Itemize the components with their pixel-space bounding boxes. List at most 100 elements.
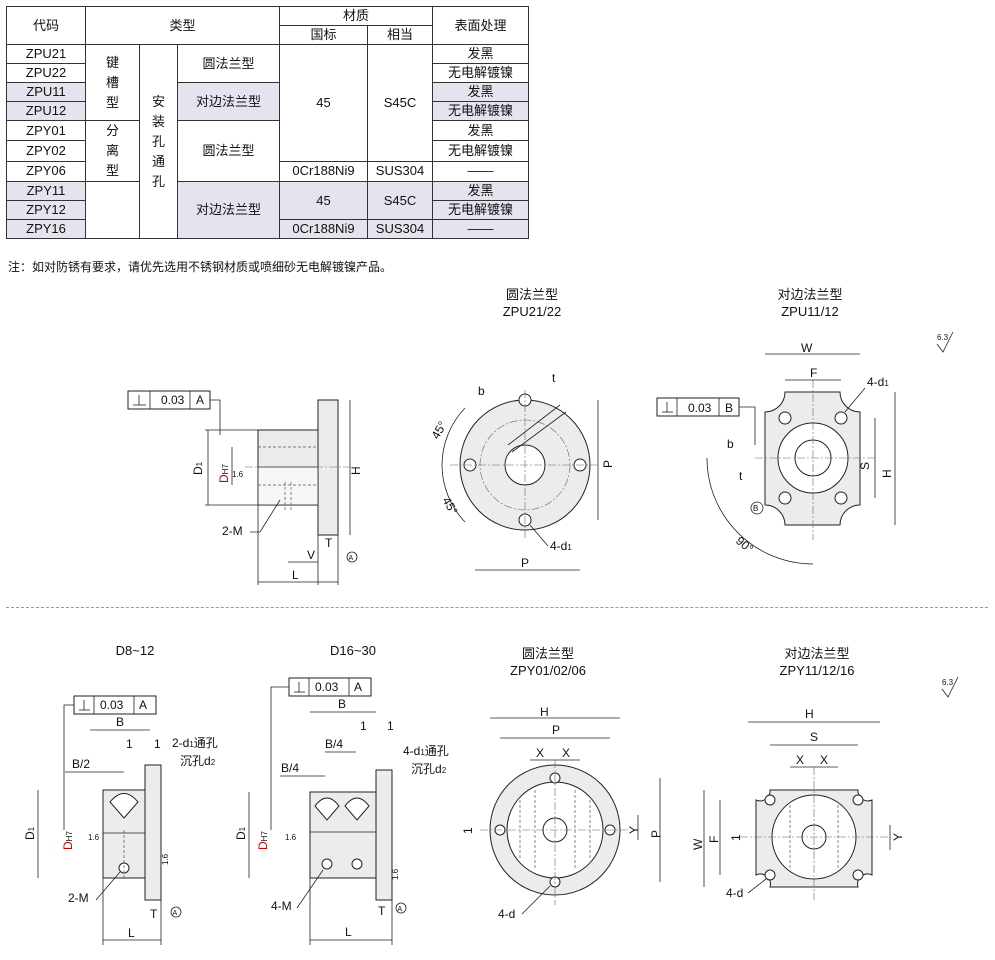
- roughness-63: 6.3: [937, 333, 949, 342]
- zpy-round-flange: H P X X 1 Y P 4-d: [461, 705, 663, 921]
- code-cell: ZPY11: [6, 181, 86, 201]
- header-material: 材质: [279, 6, 433, 26]
- dim-h-round: H: [540, 705, 549, 719]
- svg-text:0.03: 0.03: [100, 698, 124, 712]
- zpy-square-flange: 6.3 H S X X W F 1 Y 4-d: [691, 676, 959, 900]
- roughness: 1.6: [232, 470, 244, 479]
- surf-none: ——: [432, 219, 529, 239]
- code-cell: ZPY16: [6, 219, 86, 239]
- svg-text:L: L: [345, 925, 352, 939]
- caption-d8: D8~12: [115, 643, 155, 658]
- label-2-d1-thru: 2-d1通孔: [172, 736, 218, 750]
- surf-black: 发黑: [432, 119, 529, 142]
- mat-0cr: 0Cr188Ni9: [279, 219, 368, 239]
- svg-text:4-d: 4-d: [726, 886, 743, 900]
- dim-h-sq: H: [880, 469, 894, 478]
- datum-a-circle: A: [349, 555, 354, 562]
- dim-w: W: [801, 341, 813, 355]
- flange-square: 对边法兰型: [177, 181, 280, 239]
- zpu-square-flange: 0.03 B W F 4-d1 S H b t B 90° 6.3: [656, 331, 954, 565]
- zpu-round-codes: ZPU21/22: [502, 304, 562, 319]
- svg-text:1.6: 1.6: [391, 868, 400, 880]
- flange-square: 对边法兰型: [177, 82, 280, 121]
- label-4-d1: 4-d1: [550, 539, 572, 553]
- angle-90: 90°: [733, 534, 756, 557]
- dim-T: T: [325, 536, 333, 550]
- mat-0cr: 0Cr188Ni9: [279, 160, 368, 183]
- dim-b-d8: B: [116, 715, 124, 729]
- spec-table: 代码 类型 材质 表面处理 国标 相当 ZPU21 键槽型 安装孔通孔 圆法兰型…: [6, 6, 529, 239]
- svg-text:0.03: 0.03: [315, 680, 339, 694]
- svg-text:W: W: [691, 838, 705, 850]
- code-cell: ZPU21: [6, 44, 86, 64]
- dim-l: L: [292, 568, 299, 582]
- svg-text:B/4: B/4: [281, 761, 299, 775]
- surf-nickel: 无电解镀镍: [432, 140, 529, 162]
- header-material-eq: 相当: [367, 25, 433, 45]
- caption-d16: D16~30: [330, 643, 376, 658]
- svg-text:1.6: 1.6: [88, 833, 100, 842]
- svg-text:B/4: B/4: [325, 737, 343, 751]
- surf-black: 发黑: [432, 181, 529, 201]
- zpu-side-view: 0.03 A D1 DH7 1.6 H 2-M L V T A: [127, 390, 363, 585]
- svg-text:A: A: [139, 698, 147, 712]
- header-code: 代码: [6, 6, 86, 45]
- mat-sus: SUS304: [367, 219, 433, 239]
- dim-dh7: DH7: [217, 464, 231, 483]
- svg-text:1.6: 1.6: [285, 833, 297, 842]
- mat-sus: SUS304: [367, 160, 433, 183]
- code-cell: ZPU12: [6, 101, 86, 121]
- label-b: b: [478, 384, 485, 398]
- zpy-d16-side: 0.03 A B B/4 B/4 1 1 4-d1通孔 沉孔d2 D1 DH7 …: [234, 677, 449, 945]
- type-keyway: 键槽型: [85, 44, 140, 121]
- svg-text:1: 1: [729, 834, 743, 841]
- svg-text:A: A: [398, 906, 403, 913]
- dim-h: H: [349, 466, 363, 475]
- zpy-round-title: 圆法兰型: [521, 646, 574, 661]
- mat-s45c: S45C: [367, 44, 433, 162]
- svg-text:A: A: [354, 680, 362, 694]
- svg-text:6.3: 6.3: [942, 678, 954, 687]
- zpy-square-title: 对边法兰型: [784, 646, 850, 661]
- svg-text:D1: D1: [234, 826, 248, 840]
- svg-text:沉孔d2: 沉孔d2: [411, 762, 447, 776]
- mat-s45c: S45C: [367, 181, 433, 220]
- svg-text:4-d: 4-d: [498, 907, 515, 921]
- datum-b-circle: B: [753, 504, 758, 513]
- svg-text:1: 1: [461, 827, 475, 834]
- flange-round: 圆法兰型: [177, 44, 280, 83]
- svg-text:B: B: [338, 697, 346, 711]
- surf-none: ——: [432, 160, 529, 183]
- section-divider: [6, 607, 988, 608]
- dim-f: F: [810, 366, 817, 380]
- label-t-sq: t: [739, 469, 743, 483]
- svg-text:X: X: [536, 746, 544, 760]
- code-cell: ZPU22: [6, 63, 86, 83]
- dim-d1: D1: [191, 461, 205, 475]
- svg-text:1: 1: [360, 719, 367, 733]
- code-cell: ZPY12: [6, 200, 86, 220]
- svg-text:1.6: 1.6: [161, 853, 170, 865]
- zpu-square-codes: ZPU11/12: [781, 304, 839, 319]
- mat-45: 45: [279, 181, 368, 220]
- svg-text:4-M: 4-M: [271, 899, 292, 913]
- dim-s: S: [858, 462, 872, 470]
- zpu-round-flange: b t 45° 45° P P 4-d1: [428, 371, 615, 571]
- surf-black: 发黑: [432, 82, 529, 102]
- type-mount: 安装孔通孔: [139, 44, 178, 239]
- dim-b-half: B/2: [72, 757, 90, 771]
- code-cell: ZPY02: [6, 140, 86, 162]
- svg-text:P: P: [649, 830, 663, 838]
- label-4-d1-thru: 4-d1通孔: [403, 744, 449, 758]
- two-m-d8: 2-M: [68, 891, 89, 905]
- zpu-square-title: 对边法兰型: [777, 287, 843, 302]
- svg-text:A: A: [173, 910, 178, 917]
- svg-text:DH7: DH7: [61, 831, 75, 850]
- svg-text:P: P: [552, 723, 560, 737]
- zpy-square-codes: ZPY11/12/16: [779, 663, 855, 678]
- dim-v: V: [307, 548, 315, 562]
- zpy-d8-side: 0.03 A B B/2 1 1 2-d1通孔 沉孔d2 D1 DH7 1.6 …: [23, 695, 218, 945]
- svg-text:X: X: [562, 746, 570, 760]
- svg-text:L: L: [128, 926, 135, 940]
- code-cell: ZPU11: [6, 82, 86, 102]
